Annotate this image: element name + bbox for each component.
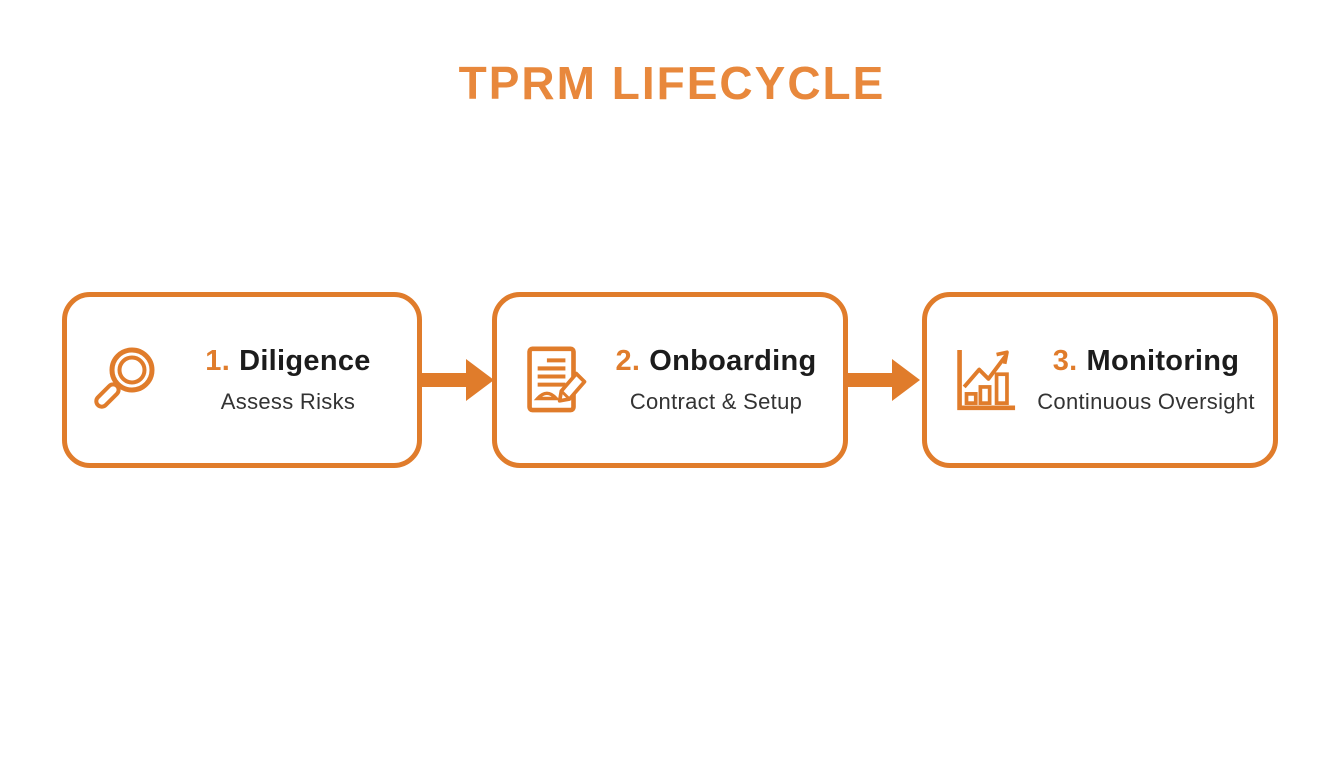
- step-name: Onboarding: [649, 345, 817, 377]
- document-pencil-icon: [517, 339, 593, 421]
- step-number: 2.: [615, 345, 641, 377]
- step-number: 3.: [1052, 345, 1078, 377]
- step-text-monitoring: 3.Monitoring Continuous Oversight: [1023, 345, 1273, 415]
- step-subtitle: Continuous Oversight: [1037, 389, 1255, 414]
- magnifier-icon: [87, 339, 163, 421]
- step-heading: 3.Monitoring: [1027, 345, 1265, 378]
- step-subtitle: Assess Risks: [220, 389, 356, 414]
- step-heading: 2.Onboarding: [597, 345, 835, 378]
- step-name: Diligence: [239, 345, 371, 377]
- diagram-title: TPRM LIFECYCLE: [458, 57, 886, 109]
- step-text-onboarding: 2.Onboarding Contract & Setup: [593, 345, 843, 415]
- step-text-diligence: 1.Diligence Assess Risks: [163, 345, 417, 415]
- flow-arrow-icon: [846, 358, 920, 402]
- step-number: 1.: [205, 345, 231, 377]
- flow-arrow-icon: [420, 358, 494, 402]
- step-box-onboarding: 2.Onboarding Contract & Setup: [492, 292, 848, 468]
- step-box-monitoring: 3.Monitoring Continuous Oversight: [922, 292, 1278, 468]
- step-box-diligence: 1.Diligence Assess Risks: [62, 292, 422, 468]
- step-name: Monitoring: [1086, 345, 1240, 377]
- step-heading: 1.Diligence: [167, 345, 409, 378]
- chart-growth-icon: [947, 339, 1023, 421]
- step-subtitle: Contract & Setup: [629, 389, 803, 414]
